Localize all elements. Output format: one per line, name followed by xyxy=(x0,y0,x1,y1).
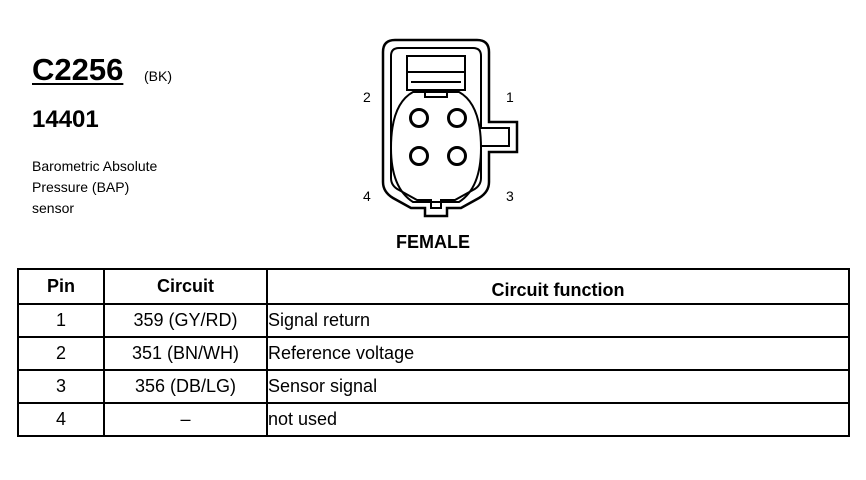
pin-cavity-3 xyxy=(447,146,467,166)
connector-outer-shell xyxy=(381,38,519,218)
pin-circuit-table: Pin Circuit Circuit function 1 359 (GY/R… xyxy=(17,268,850,437)
function-cell: Sensor signal xyxy=(266,369,850,404)
latch-tab xyxy=(424,89,448,98)
pin-cavity-2 xyxy=(409,108,429,128)
part-number: 14401 xyxy=(32,106,99,133)
connector-gender-label: FEMALE xyxy=(396,232,470,252)
table-row: 3 356 (DB/LG) Sensor signal xyxy=(17,369,850,404)
function-cell: not used xyxy=(266,402,850,437)
pin-cavity-1 xyxy=(447,108,467,128)
table-row: 2 351 (BN/WH) Reference voltage xyxy=(17,336,850,371)
pin-label-1: 1 xyxy=(506,89,514,105)
circuit-cell: 356 (DB/LG) xyxy=(103,369,268,404)
sensor-description: Barometric Absolute Pressure (BAP) senso… xyxy=(32,156,212,219)
description-line: Pressure (BAP) xyxy=(32,179,130,195)
function-cell: Reference voltage xyxy=(266,336,850,371)
pin-label-3: 3 xyxy=(506,188,514,204)
connector-face-diagram xyxy=(381,38,519,218)
pin-cavity-4 xyxy=(409,146,429,166)
pin-label-4: 4 xyxy=(363,188,371,204)
table-header-row: Pin Circuit Circuit function xyxy=(17,268,850,305)
header-circuit-function: Circuit function xyxy=(266,268,850,305)
pin-face xyxy=(389,91,483,203)
pin-cell: 2 xyxy=(17,336,105,371)
header-pin: Pin xyxy=(17,268,105,305)
pin-label-2: 2 xyxy=(363,89,371,105)
pin-cell: 4 xyxy=(17,402,105,437)
table-row: 1 359 (GY/RD) Signal return xyxy=(17,303,850,338)
function-cell: Signal return xyxy=(266,303,850,338)
circuit-cell: – xyxy=(103,402,268,437)
header-circuit: Circuit xyxy=(103,268,268,305)
circuit-cell: 351 (BN/WH) xyxy=(103,336,268,371)
circuit-cell: 359 (GY/RD) xyxy=(103,303,268,338)
description-line: Barometric Absolute xyxy=(32,158,158,174)
description-line: sensor xyxy=(32,200,75,216)
connector-id: C2256 xyxy=(32,52,124,87)
pin-cell: 3 xyxy=(17,369,105,404)
table-row: 4 – not used xyxy=(17,402,850,437)
connector-color: (BK) xyxy=(144,68,172,84)
pin-cell: 1 xyxy=(17,303,105,338)
connector-inner-shell xyxy=(390,47,510,209)
